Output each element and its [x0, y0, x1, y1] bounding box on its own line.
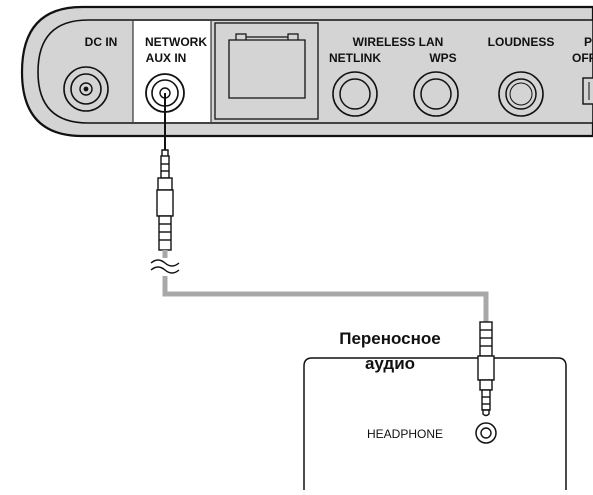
dc-in-label: DC IN [85, 35, 118, 49]
netlink-label: NETLINK [329, 51, 381, 65]
connecting-cable [162, 250, 489, 322]
loudness-label: LOUDNESS [488, 35, 555, 49]
power-switch [582, 77, 593, 105]
rear-panel: DC IN NETWORK AUX IN WIRELESS LAN NETLIN… [20, 5, 593, 138]
lan-port [214, 22, 319, 120]
loudness-knob [498, 71, 544, 117]
mini-plug-bottom [477, 321, 495, 417]
wps-label: WPS [429, 51, 456, 65]
network-label: NETWORK [145, 35, 207, 49]
netlink-button [332, 71, 378, 117]
dc-in-jack [63, 66, 109, 112]
wireless-lan-label: WIRELESS LAN [353, 35, 444, 49]
cable-break-symbol [150, 259, 180, 274]
device-title-line2: аудио [365, 354, 415, 373]
mini-plug-top [156, 93, 174, 251]
device-title-line1: Переносное [339, 329, 441, 348]
off-label-partial: OFF [572, 51, 593, 65]
portable-audio-device: HEADPHONE [303, 357, 567, 490]
power-label-partial: PO [584, 35, 593, 49]
headphone-label: HEADPHONE [367, 427, 443, 441]
wps-button [413, 71, 459, 117]
headphone-jack [475, 422, 497, 444]
device-outline [303, 357, 567, 490]
aux-in-label: AUX IN [146, 51, 187, 65]
